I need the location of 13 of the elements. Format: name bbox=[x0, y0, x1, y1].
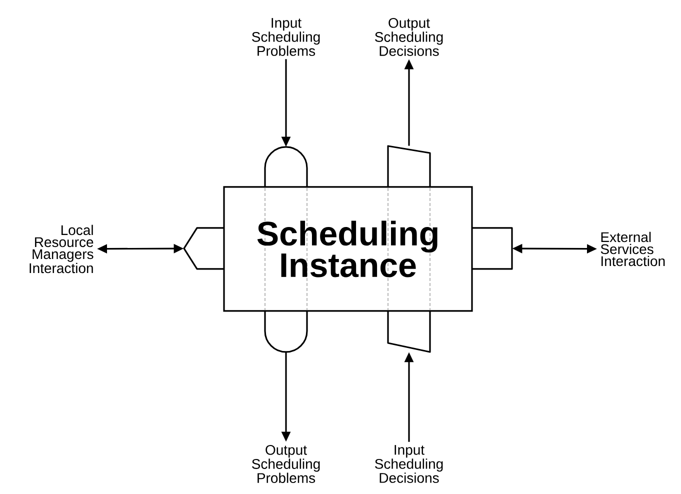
box-port bbox=[472, 227, 513, 270]
text-label: Input Scheduling Decisions bbox=[375, 445, 443, 483]
hexagon-port bbox=[183, 227, 224, 270]
text-label: External Services Interaction bbox=[600, 232, 665, 266]
text-label: Output Scheduling Decisions bbox=[375, 18, 443, 56]
capsule-port bbox=[264, 310, 308, 353]
capsule-port bbox=[264, 146, 308, 187]
text-label: Output Scheduling Problems bbox=[252, 444, 320, 483]
trapezoid-port bbox=[387, 310, 431, 353]
text-label: Local Resource Managers Interaction bbox=[30, 224, 94, 274]
process-box: Scheduling Instance bbox=[223, 186, 473, 312]
trapezoid-port bbox=[387, 145, 431, 187]
text-label: Input Scheduling Problems bbox=[252, 18, 320, 56]
